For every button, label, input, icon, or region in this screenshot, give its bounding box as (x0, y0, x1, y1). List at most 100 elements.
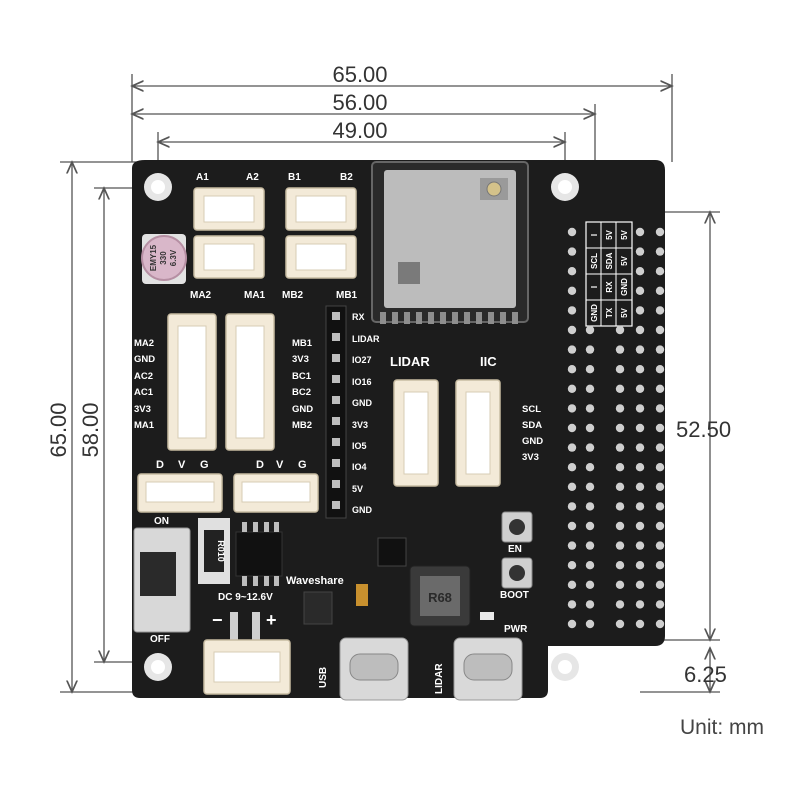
uart-c3-r1: GND (620, 278, 629, 296)
uart-c2-r1: RX (605, 281, 614, 293)
gpio-hole (635, 365, 645, 374)
gpio-hole (615, 502, 625, 511)
usb-c-port-usb[interactable] (339, 637, 409, 701)
gpio-hole (615, 463, 625, 472)
gpio-hole (635, 286, 645, 295)
label-a2: A2 (246, 172, 259, 183)
switch-on-label: ON (154, 516, 169, 527)
gpio-hole (655, 404, 665, 413)
gpio-hole (567, 365, 577, 374)
gpio-hole (585, 502, 595, 511)
gpio-hole (655, 345, 665, 354)
gpio-hole (635, 502, 645, 511)
gpio-hole (655, 561, 665, 570)
gpio-hole (655, 325, 665, 335)
gpio-hole (655, 541, 665, 550)
dim-width-outer: 65.00 (332, 62, 387, 87)
gpio-hole (615, 325, 625, 335)
dim-height-outer: 65.00 (46, 402, 71, 457)
gpio-hole (635, 404, 645, 413)
mid-pin-9: GND (352, 505, 373, 515)
usb-lidar-label: LIDAR (434, 663, 445, 694)
driver-ic (235, 522, 283, 586)
iic-pin-1: SDA (522, 420, 542, 431)
antenna-connector-icon (486, 181, 502, 197)
gpio-hole (585, 482, 595, 491)
right-pin-4: GND (292, 404, 313, 415)
mid-pin-6: IO5 (352, 441, 367, 451)
gpio-hole (655, 502, 665, 511)
en-label: EN (508, 544, 522, 555)
gpio-hole (567, 227, 577, 237)
left-pin-3: AC1 (134, 387, 154, 398)
gpio-hole (567, 404, 577, 413)
gpio-hole (635, 443, 645, 452)
gpio-hole (655, 521, 665, 531)
capacitor-small (356, 584, 368, 606)
pwr-label: PWR (504, 624, 528, 635)
gpio-40pin-holes (567, 227, 665, 629)
uart-c2-r2: SDA (605, 252, 614, 269)
dim-header-length: 52.50 (676, 417, 731, 442)
gpio-hole (635, 384, 645, 393)
label-b1: B1 (288, 172, 301, 183)
gpio-hole (635, 521, 645, 531)
pwr-led (480, 612, 494, 620)
right-pin-3: BC2 (292, 387, 311, 398)
usb-bridge-chip (377, 537, 407, 567)
polarity-minus: − (212, 610, 223, 630)
uart-c1-r1: I (590, 286, 599, 288)
gpio-hole (615, 384, 625, 393)
mid-pin-8: 5V (352, 484, 363, 494)
usb-label: USB (318, 667, 329, 688)
left-pin-5: MA1 (134, 420, 155, 431)
gpio-hole (655, 306, 665, 315)
gpio-hole (585, 404, 595, 413)
usb-c-port-lidar[interactable] (453, 637, 523, 701)
gpio-hole (635, 561, 645, 570)
capacitor-label-2: 330 (159, 251, 168, 265)
iic-label: IIC (480, 354, 497, 369)
gpio-hole (655, 286, 665, 295)
lidar-label: LIDAR (390, 354, 430, 369)
gpio-hole (655, 443, 665, 452)
uart-c2-r3: 5V (605, 229, 614, 239)
mid-pin-0: RX (352, 312, 365, 322)
label-ma1-top: MA1 (244, 290, 266, 301)
power-input-label: DC 9~12.6V (218, 592, 273, 603)
gpio-hole (615, 423, 625, 433)
mid-pin-4: GND (352, 398, 373, 408)
gpio-hole (585, 345, 595, 354)
uart-c2-r0: TX (605, 307, 614, 318)
power-connector (203, 612, 291, 695)
gpio-hole (567, 306, 577, 315)
capacitor-label-1: EMY15 (149, 244, 158, 271)
uart-c1-r0: GND (590, 304, 599, 322)
dim-height-holes: 58.00 (78, 402, 103, 457)
power-switch (133, 527, 191, 633)
gpio-hole (615, 482, 625, 491)
gpio-hole (655, 619, 665, 629)
left-pin-0: MA2 (134, 338, 154, 349)
en-button[interactable] (501, 511, 533, 543)
gpio-hole (567, 463, 577, 472)
left-pin-4: 3V3 (134, 404, 151, 415)
gpio-hole (615, 541, 625, 550)
capacitor-label-3: 6.3V (169, 249, 178, 266)
label-mb2-top: MB2 (282, 290, 304, 301)
gpio-hole (567, 345, 577, 354)
left-pin-2: AC2 (134, 371, 153, 382)
mid-pin-5: 3V3 (352, 420, 368, 430)
boot-button[interactable] (501, 557, 533, 589)
gpio-hole (585, 521, 595, 531)
right-pin-5: MB2 (292, 420, 312, 431)
servo1-d: D (156, 459, 164, 471)
gpio-hole (615, 580, 625, 589)
gpio-hole (655, 384, 665, 393)
gpio-hole (655, 365, 665, 374)
gpio-hole (585, 423, 595, 433)
boot-label: BOOT (500, 590, 529, 601)
gpio-hole (567, 325, 577, 335)
gpio-hole (615, 443, 625, 452)
